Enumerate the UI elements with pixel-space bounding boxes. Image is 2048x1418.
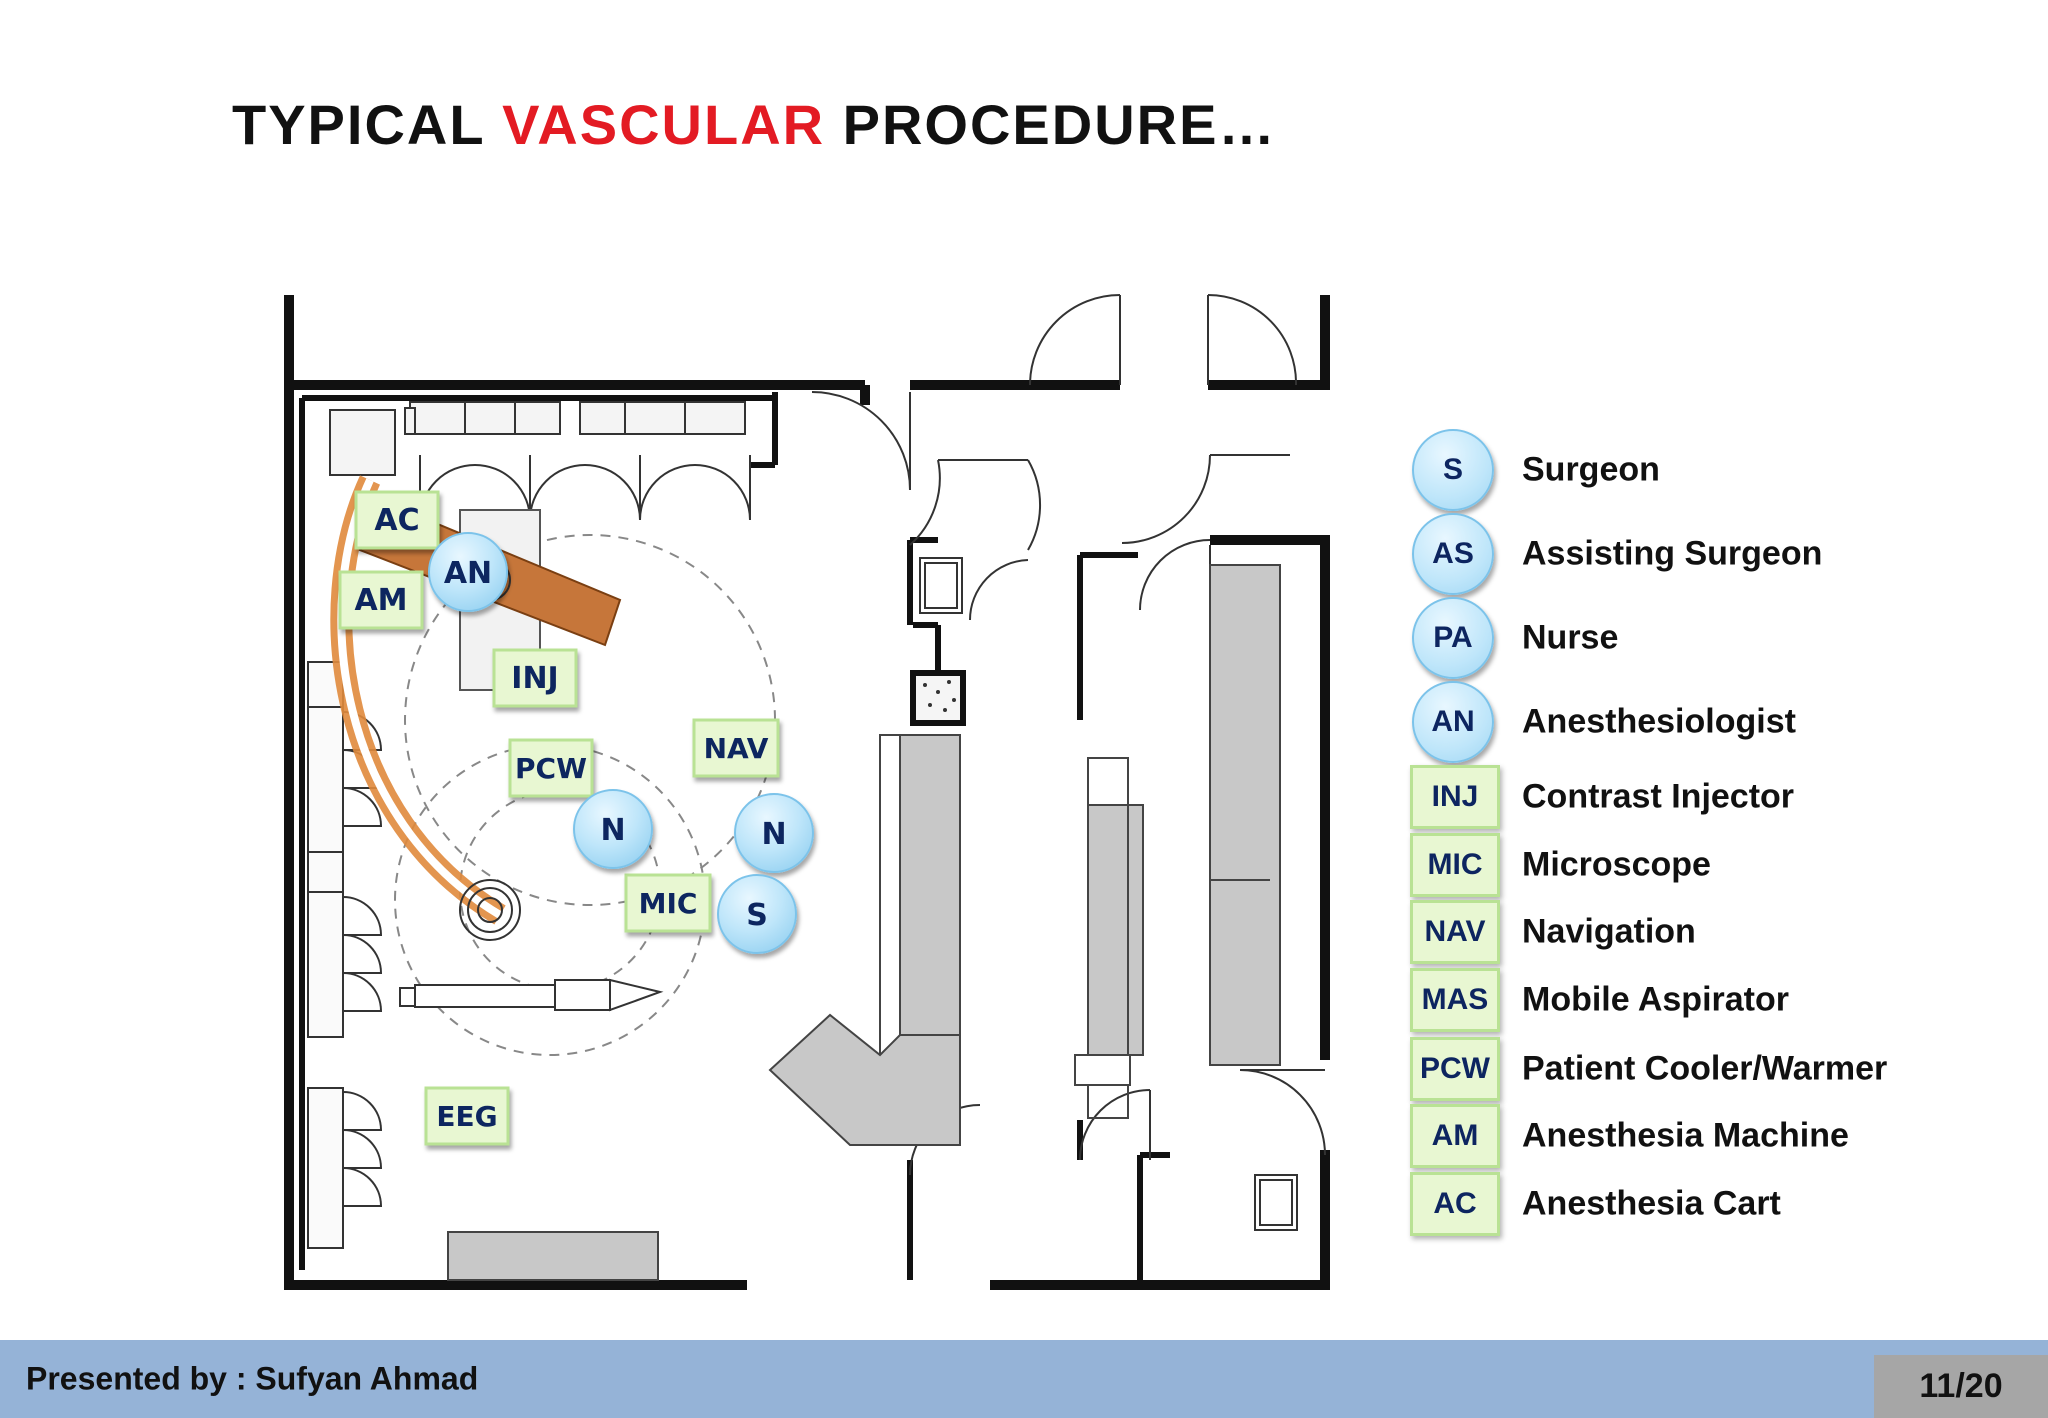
scrub-sinks [919,557,1298,1231]
page-number: 11/20 [1874,1355,2048,1418]
label-inj: INJ [492,648,578,708]
label-pcw-text: PCW [515,752,587,785]
legend-item: PA Nurse [1408,596,2008,680]
legend-label: Surgeon [1522,450,1660,489]
label-ac-text: AC [374,503,419,538]
legend-label: Navigation [1522,912,1696,951]
legend-marker: MIC [1410,833,1500,897]
legend-item: NAV Navigation [1408,890,2008,974]
legend-item: S Surgeon [1408,428,2008,512]
title-accent: VASCULAR [502,93,826,156]
legend-marker: PA [1412,597,1494,679]
legend-item: AM Anesthesia Machine [1408,1094,2008,1178]
label-nav: NAV [692,718,780,778]
legend-label: Anesthesia Machine [1522,1116,1849,1155]
label-n2: N [734,793,814,873]
legend-label: Mobile Aspirator [1522,980,1789,1019]
legend-label: Patient Cooler/Warmer [1522,1049,1888,1088]
legend-item: PCW Patient Cooler/Warmer [1408,1027,2008,1111]
title-part1: TYPICAL [232,93,503,156]
legend-label: Microscope [1522,845,1711,884]
legend-label: Assisting Surgeon [1522,534,1823,573]
label-an-text: AN [444,556,492,591]
legend-marker: NAV [1410,900,1500,964]
legend-label: Anesthesia Cart [1522,1184,1781,1223]
legend-marker: MAS [1410,968,1500,1032]
legend-item: INJ Contrast Injector [1408,755,2008,839]
legend-marker: AM [1410,1104,1500,1168]
label-n2-text: N [761,817,786,852]
legend-item: MIC Microscope [1408,823,2008,907]
floor-plan: AC AM INJ PCW NAV MIC EEG AN N N S [284,294,1330,1290]
microscope-base [459,879,521,941]
legend-item: AS Assisting Surgeon [1408,512,2008,596]
label-inj-text: INJ [511,661,558,696]
legend-marker: PCW [1410,1037,1500,1101]
label-eeg-text: EEG [436,1100,497,1133]
legend-marker: S [1412,429,1494,511]
label-pcw: PCW [508,738,594,798]
bottom-counter [447,1231,659,1281]
label-an: AN [428,532,508,612]
label-eeg: EEG [424,1086,510,1146]
label-am: AM [338,570,424,630]
slide-footer: Presented by : Sufyan Ahmad 11/20 [0,1340,2048,1418]
label-am-text: AM [354,583,407,618]
legend-item: MAS Mobile Aspirator [1408,958,2008,1042]
legend-label: Nurse [1522,618,1619,657]
legend-item: AC Anesthesia Cart [1408,1162,2008,1246]
legend-label: Contrast Injector [1522,777,1795,816]
label-s: S [717,874,797,954]
legend-marker: INJ [1410,765,1500,829]
label-n1-text: N [600,813,625,848]
label-mic-text: MIC [639,887,698,920]
legend-marker: AC [1410,1172,1500,1236]
substerile-counters [768,564,1281,1146]
legend-item: AN Anesthesiologist [1408,680,2008,764]
legend-marker: AS [1412,513,1494,595]
double-doors [811,294,1326,1176]
legend-label: Anesthesiologist [1522,702,1796,741]
title-part2: PROCEDURE… [825,93,1277,156]
label-ac: AC [354,490,440,550]
left-cabinets [307,661,344,1249]
slide-title: TYPICAL VASCULAR PROCEDURE… [232,92,1276,157]
label-n1: N [573,789,653,869]
label-s-text: S [746,898,768,933]
instrument-arm [399,978,664,1012]
wall-cabinets [329,401,746,476]
room-walls [284,295,1330,1290]
label-nav-text: NAV [704,732,769,765]
legend-marker: AN [1412,681,1494,763]
presenter-credit: Presented by : Sufyan Ahmad [26,1360,479,1397]
label-mic: MIC [624,873,712,933]
